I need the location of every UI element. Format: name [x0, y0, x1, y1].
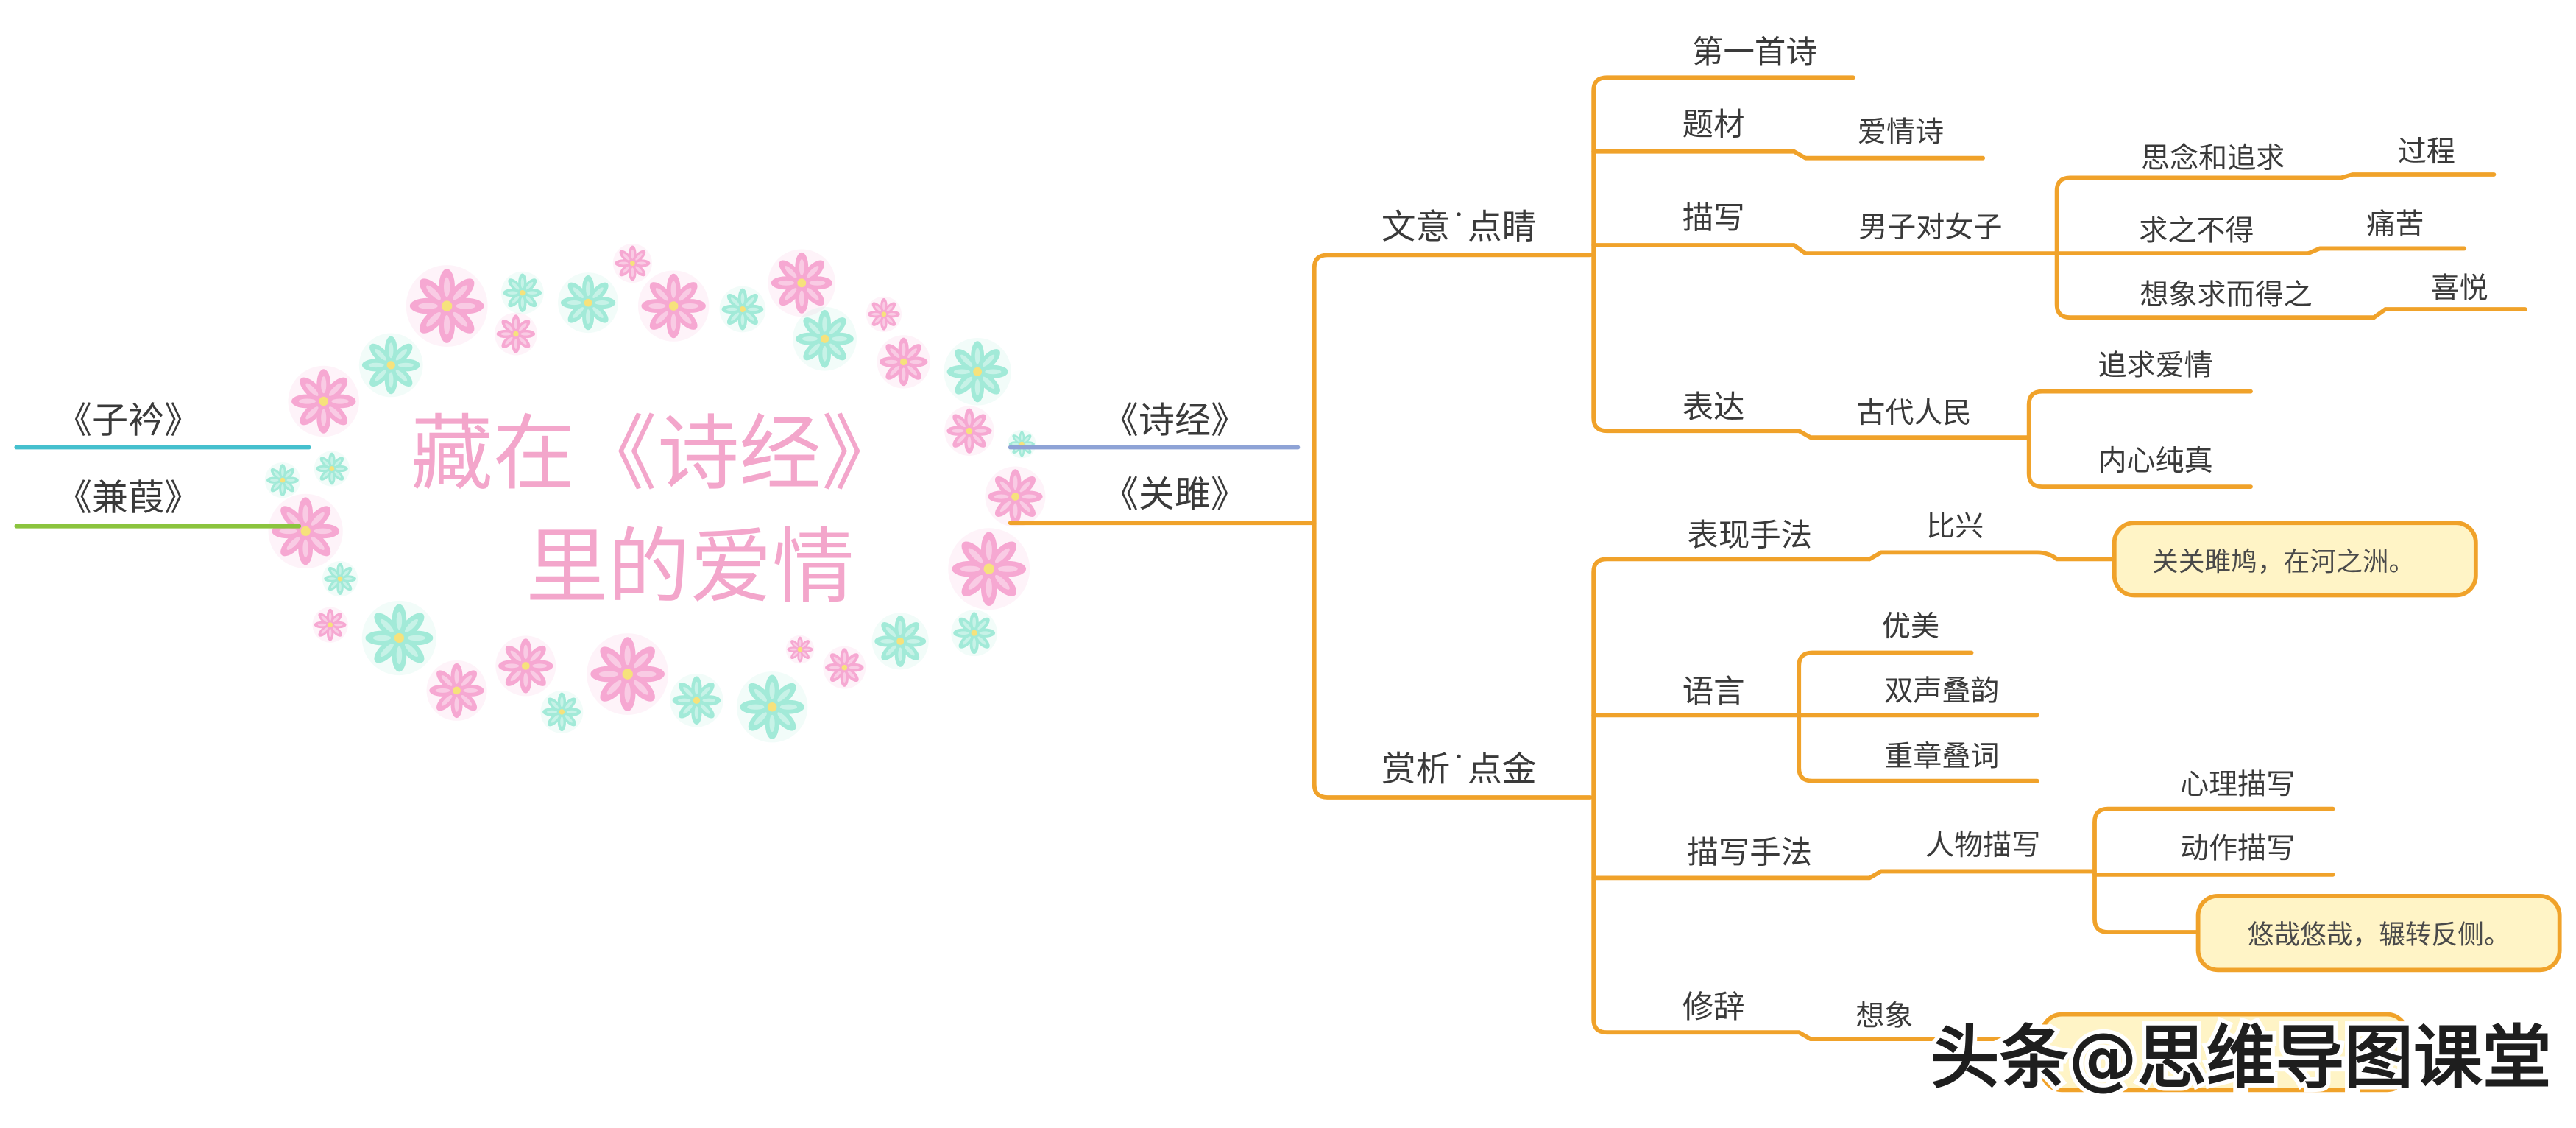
flower-icon	[612, 244, 652, 283]
node-expression-item[interactable]: 内心纯真	[2098, 445, 2212, 478]
node-first-poem[interactable]: 第一首诗	[1692, 35, 1817, 71]
connector-expression-items	[2026, 389, 2253, 489]
central-title-line1: 藏在《诗经》	[411, 406, 904, 501]
flower-icon	[985, 466, 1046, 527]
node-theme-value[interactable]: 爱情诗	[1858, 116, 1944, 149]
flower-icon	[877, 335, 930, 389]
flower-icon	[823, 646, 866, 689]
connector-guanju	[1312, 253, 1593, 800]
flower-wreath	[264, 244, 1046, 743]
node-portrayal-value[interactable]: 人物描写	[1925, 829, 2040, 862]
flower-icon	[1008, 429, 1036, 459]
node-theme[interactable]: 题材	[1682, 107, 1745, 143]
node-portrayal[interactable]: 描写手法	[1687, 835, 1812, 871]
connector-result-3	[2371, 307, 2527, 320]
flower-icon	[785, 635, 815, 664]
quote-portrayal: 悠哉悠哉，辗转反侧。	[2248, 920, 2510, 951]
flower-icon	[494, 312, 537, 356]
branch-shijing[interactable]: 《诗经》	[1103, 398, 1247, 441]
connector-wenyi	[1591, 75, 2031, 440]
node-portrayal-item[interactable]: 心理描写	[2180, 769, 2295, 802]
node-depiction-result[interactable]: 喜悦	[2430, 272, 2488, 305]
node-language-item[interactable]: 重章叠词	[1884, 741, 1999, 774]
connector-result-1	[2338, 172, 2497, 180]
node-language-item[interactable]: 优美	[1882, 610, 1939, 644]
connector-theme	[1591, 149, 1986, 161]
connector-technique	[1867, 550, 2117, 562]
flower-icon	[495, 635, 556, 697]
node-depiction[interactable]: 描写	[1682, 201, 1745, 237]
node-technique-value[interactable]: 比兴	[1926, 510, 1984, 543]
branch-guanju[interactable]: 《关雎》	[1103, 473, 1247, 515]
node-depiction-item[interactable]: 求之不得	[2139, 214, 2254, 247]
flower-icon	[268, 493, 343, 568]
flower-icon	[264, 462, 301, 498]
flower-icon	[361, 600, 437, 676]
flower-icon	[426, 660, 487, 721]
flower-icon	[768, 249, 836, 317]
node-depiction-item[interactable]: 思念和追求	[2141, 142, 2285, 175]
flower-icon	[719, 286, 766, 333]
flower-icon	[500, 271, 544, 314]
central-title-line2: 里的爱情	[526, 519, 854, 615]
flower-icon	[312, 607, 348, 643]
flower-icon	[558, 272, 619, 334]
node-technique[interactable]: 表现手法	[1687, 518, 1812, 554]
node-depiction-subject[interactable]: 男子对女子	[1858, 211, 2002, 244]
flower-icon	[793, 306, 857, 371]
quote-callout-rhetoric	[2042, 1014, 2407, 1090]
callout-border	[2112, 521, 2478, 598]
callout-borders	[2039, 521, 2562, 1093]
watermark-text: 头条@思维导图课堂	[1931, 1018, 2552, 1099]
connector-language-items	[1797, 650, 2039, 783]
flower-icon	[944, 338, 1011, 406]
flower-icon	[540, 690, 584, 733]
node-expression-subject[interactable]: 古代人民	[1856, 397, 1971, 430]
flower-icon	[288, 365, 359, 437]
node-portrayal-item[interactable]: 动作描写	[2180, 833, 2295, 866]
flower-icon	[322, 560, 358, 597]
connector-depiction-items	[2054, 175, 2377, 320]
callout-border	[2195, 893, 2562, 973]
flower-icon	[406, 265, 488, 347]
flower-icon	[866, 296, 902, 332]
node-language[interactable]: 语言	[1682, 674, 1745, 710]
quote-callout-technique	[2114, 523, 2476, 596]
guanju-connectors	[1008, 75, 2527, 1041]
quote-technique: 关关雎鸠，在河之洲。	[2152, 547, 2415, 577]
node-depiction-result[interactable]: 痛苦	[2366, 208, 2424, 241]
flower-icon	[314, 451, 350, 487]
node-language-item[interactable]: 双声叠韵	[1884, 674, 1999, 708]
node-expression-item[interactable]: 追求爱情	[2098, 349, 2212, 382]
flower-icon	[670, 674, 723, 727]
node-shangxi[interactable]: 赏析˙点金	[1381, 750, 1537, 790]
flower-icon	[736, 671, 808, 743]
flower-icon	[358, 333, 423, 398]
connector-portrayal-items	[2092, 806, 2335, 934]
node-depiction-item[interactable]: 想象求而得之	[2140, 278, 2312, 311]
node-expression[interactable]: 表达	[1682, 389, 1745, 426]
callout-border	[2039, 1012, 2409, 1093]
branch-zijin[interactable]: 《子衿》	[56, 398, 200, 441]
flower-icon	[637, 270, 710, 342]
connector-portrayal	[1591, 869, 2097, 881]
connector-depiction	[1591, 243, 2059, 256]
node-rhetoric[interactable]: 修辞	[1682, 990, 1745, 1026]
flower-icon	[948, 528, 1030, 610]
quote-callout-portrayal	[2198, 895, 2560, 970]
flower-icon	[944, 406, 994, 456]
node-wenyi[interactable]: 文意˙点睛	[1381, 207, 1537, 247]
node-depiction-result[interactable]: 过程	[2398, 135, 2455, 169]
flower-icon	[871, 613, 929, 670]
node-rhetoric-value[interactable]: 想象	[1855, 1000, 1913, 1033]
flower-icon	[951, 610, 997, 657]
connector-shangxi	[1591, 557, 2045, 1041]
branch-jianjia[interactable]: 《兼葭》	[56, 476, 200, 518]
connector-result-2	[2306, 246, 2467, 256]
flower-icon	[587, 633, 669, 715]
